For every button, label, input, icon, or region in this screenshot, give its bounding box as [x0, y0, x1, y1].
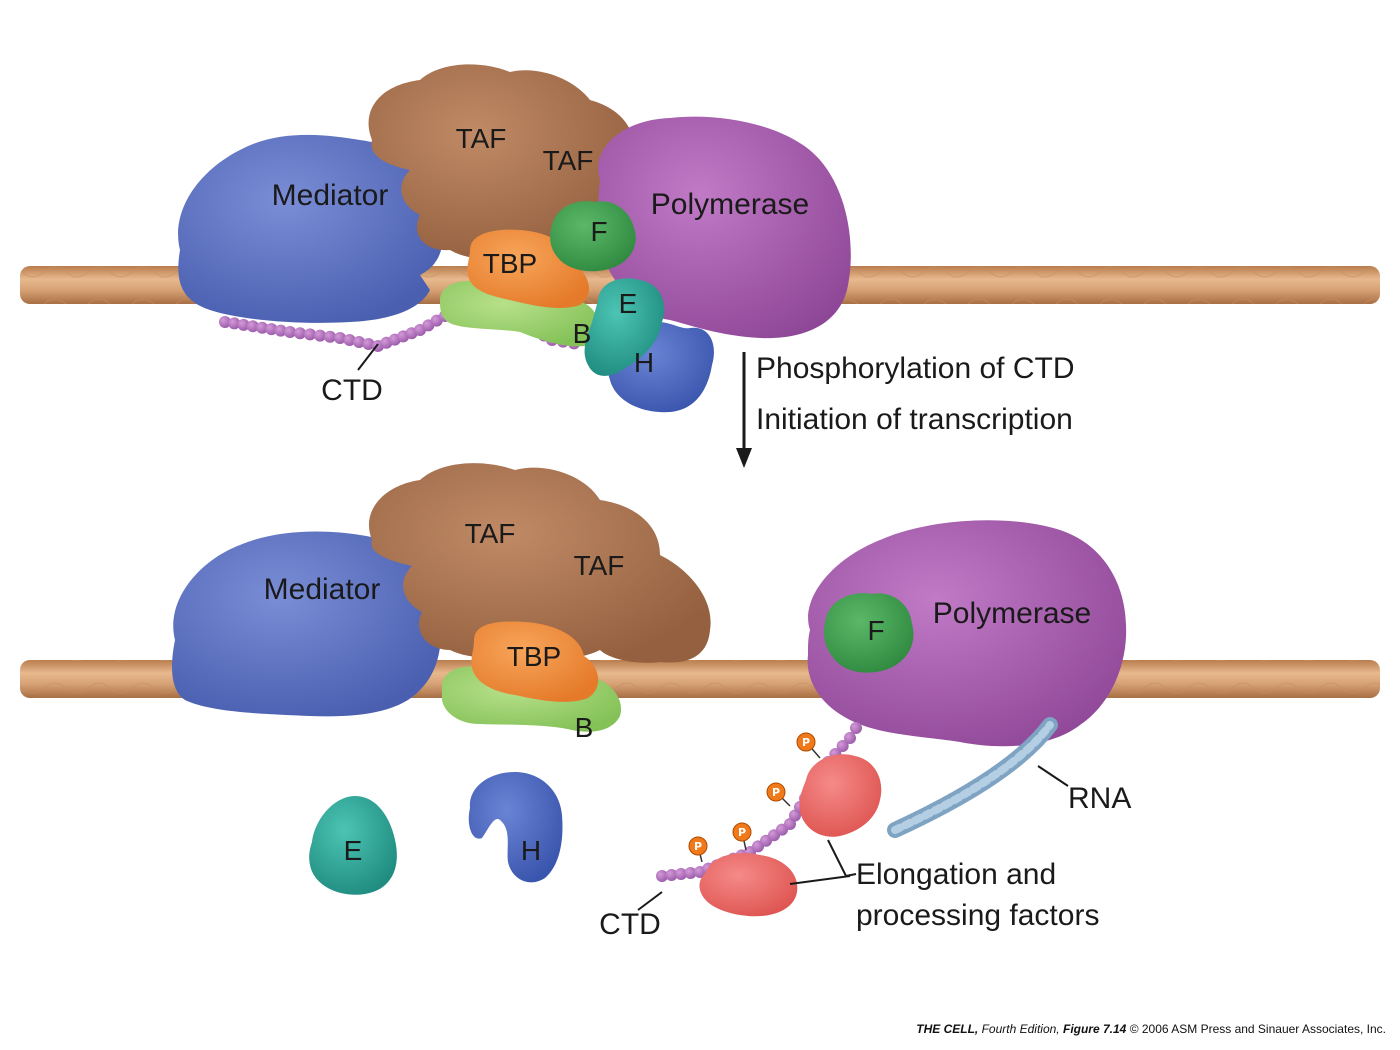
ctd-bead [237, 318, 250, 331]
label-h-top: H [634, 347, 654, 378]
phosphate-label: P [772, 786, 780, 799]
label-f-top: F [590, 216, 607, 247]
caption-edition: Fourth Edition, [981, 1022, 1060, 1036]
caption-copyright: © 2006 ASM Press and Sinauer Associates,… [1129, 1022, 1386, 1036]
label-ctd-top: CTD [321, 374, 383, 407]
ctd-bead [656, 870, 668, 882]
phosphate-label: P [802, 736, 810, 749]
label-tbp-bottom: TBP [507, 641, 561, 672]
ctd-bead [684, 867, 697, 879]
label-b-top: B [573, 318, 592, 349]
ctd-bead [362, 338, 375, 350]
ctd-bead [836, 740, 849, 752]
factors-leader-2 [789, 875, 851, 885]
tfiih-protein-released [468, 772, 563, 883]
label-factors-line-1: Elongation and [856, 858, 1056, 891]
ctd-bead [228, 317, 241, 330]
figure-caption: THE CELL, Fourth Edition, Figure 7.14 © … [916, 1022, 1386, 1036]
ctd-bead [334, 332, 346, 344]
phosphate-icon [688, 836, 708, 856]
elongation-factor-1 [799, 754, 882, 837]
ctd-bead [844, 732, 856, 744]
ctd-bead [850, 722, 862, 734]
ctd-leader-bottom [637, 891, 663, 911]
tfiif-protein-bottom [824, 593, 914, 673]
step-text-initiation: Initiation of transcription [756, 403, 1073, 436]
ctd-bead [256, 321, 269, 334]
label-taf-top-2: TAF [543, 145, 594, 176]
ctd-bead [675, 868, 687, 880]
label-mediator-top: Mediator [272, 179, 389, 212]
factors-leader-1 [827, 839, 857, 878]
rna-strand [887, 717, 1058, 838]
label-e-top: E [619, 288, 638, 319]
label-ctd-bottom: CTD [599, 908, 661, 941]
step-text-phosphorylation: Phosphorylation of CTD [756, 352, 1075, 385]
label-taf-top-1: TAF [456, 123, 507, 154]
caption-figure: Figure 7.14 [1062, 1022, 1127, 1036]
polymerase-protein-bottom [807, 520, 1127, 747]
polymerase-protein-top [598, 116, 851, 339]
label-f-bottom: F [867, 615, 884, 646]
phosphate-icon [796, 732, 816, 752]
bottom-panel: P P P P Mediator TAF TAF Polymerase TBP F B… [20, 463, 1380, 941]
label-polymerase-top: Polymerase [651, 188, 809, 221]
ctd-bead [665, 869, 678, 881]
rna-leader [1037, 765, 1069, 787]
ctd-bead [324, 330, 336, 343]
taf-protein-bottom [368, 463, 711, 663]
label-mediator-bottom: Mediator [264, 573, 381, 606]
ctd-bead [304, 328, 316, 341]
label-factors-line-2: processing factors [856, 899, 1099, 932]
step-arrow-group: Phosphorylation of CTD Initiation of tra… [736, 352, 1075, 468]
ctd-bead [274, 324, 287, 337]
ctd-bead [294, 327, 306, 340]
label-rna: RNA [1068, 782, 1131, 815]
label-taf-bottom-2: TAF [574, 550, 625, 581]
ctd-bead [343, 334, 356, 346]
top-panel: Mediator TAF TAF Polymerase TBP F E B H … [20, 64, 1380, 413]
elongation-factor-2 [699, 853, 798, 917]
arrowhead-icon [736, 448, 752, 468]
label-e-released: E [344, 835, 363, 866]
tbp-protein-bottom [471, 621, 599, 702]
phosphate-icon [766, 782, 786, 802]
tfiie-protein-released [309, 796, 397, 895]
label-b-bottom: B [575, 712, 594, 743]
label-h-released: H [521, 835, 541, 866]
ctd-bead [314, 329, 326, 342]
label-polymerase-bottom: Polymerase [933, 597, 1091, 630]
mediator-protein [178, 134, 444, 323]
phosphate-icon [732, 822, 752, 842]
label-taf-bottom-1: TAF [465, 518, 516, 549]
ctd-bead [265, 323, 278, 336]
ctd-bead [353, 336, 365, 348]
mediator-protein-bottom [172, 531, 441, 717]
caption-book: THE CELL, [916, 1022, 979, 1036]
ctd-bead [284, 326, 296, 338]
ctd-bead [246, 320, 259, 333]
label-tbp-top: TBP [483, 248, 537, 279]
ctd-bead [219, 316, 231, 328]
ctd-leader-top [357, 343, 379, 371]
phosphate-label: P [738, 826, 746, 839]
tfiif-protein-top [550, 201, 636, 272]
tfiie-protein-top [584, 278, 665, 376]
phosphate-label: P [694, 840, 702, 853]
